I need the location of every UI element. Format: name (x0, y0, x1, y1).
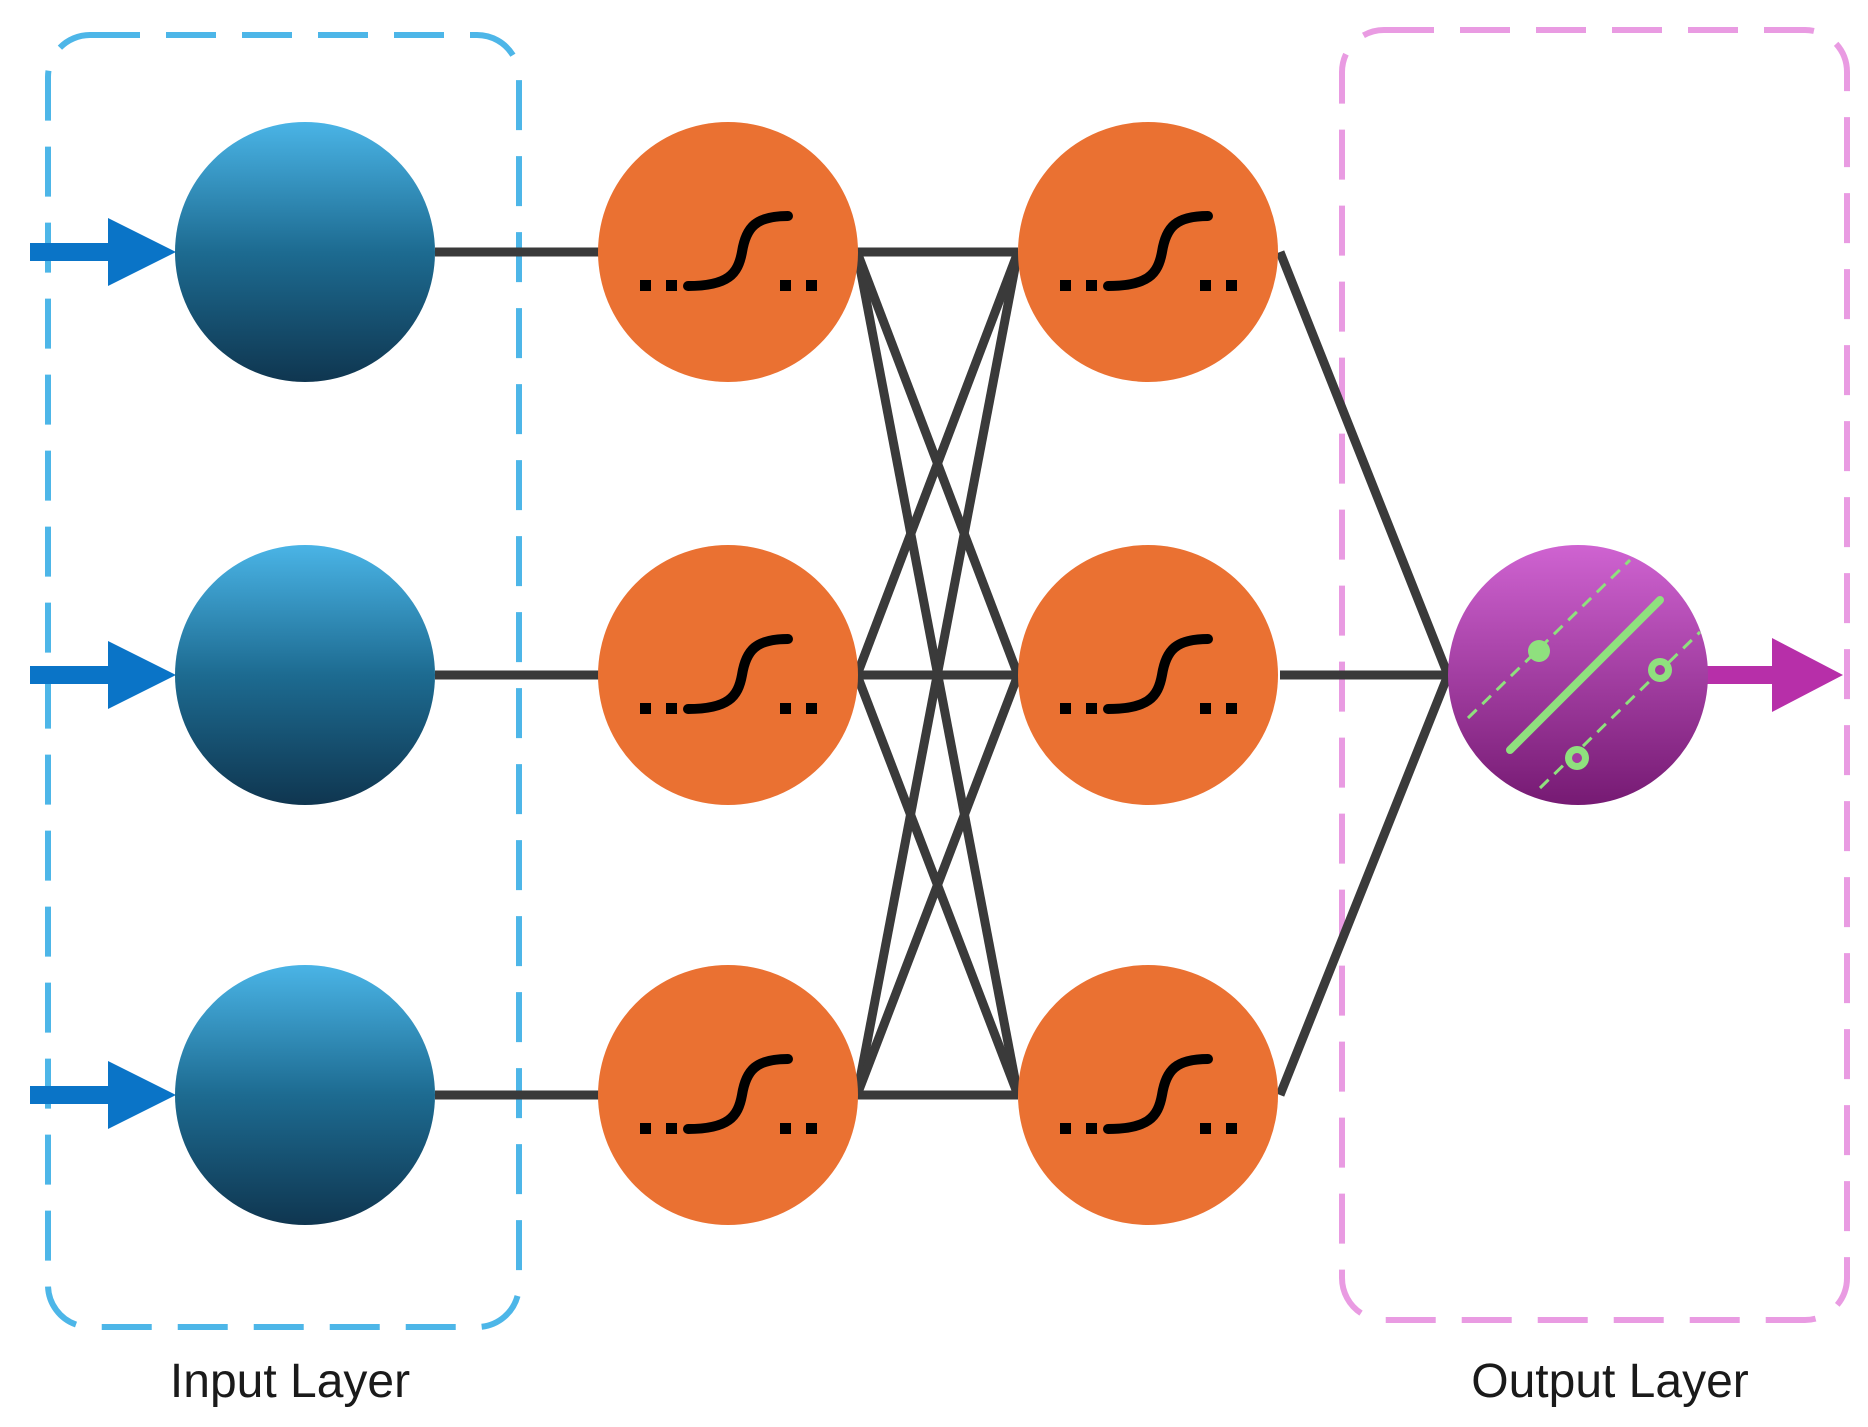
output-node (1448, 545, 1708, 805)
edge-h1-3-h2-2 (852, 673, 1023, 1097)
sigmoid-curve-icon (1060, 634, 1237, 714)
sigmoid-curve-icon (1060, 211, 1237, 291)
output-layer-label: Output Layer (1471, 1355, 1749, 1408)
input-arrow-1 (30, 218, 176, 286)
sigmoid-curve-icon (640, 1054, 817, 1134)
hidden1-node-3 (598, 965, 858, 1225)
input-node-2 (175, 545, 435, 805)
sigmoid-curve-icon (640, 634, 817, 714)
hidden1-node-1 (598, 122, 858, 382)
edge-h1-3-h2-1 (852, 251, 1023, 1096)
edge-h2-1-output (1275, 250, 1453, 677)
regression-line-icon (1466, 558, 1702, 790)
input-arrow-3 (30, 1061, 176, 1129)
connections (435, 247, 1453, 1100)
sigmoid-curve-icon (1060, 1054, 1237, 1134)
hidden1-node-2 (598, 545, 858, 805)
output-arrow (1700, 638, 1843, 712)
edge-h1-2-h2-1 (852, 250, 1023, 677)
hidden2-node-3 (1018, 965, 1278, 1225)
input-node-1 (175, 122, 435, 382)
hidden2-node-2 (1018, 545, 1278, 805)
hidden2-node-1 (1018, 122, 1278, 382)
sigmoid-curve-icon (640, 211, 817, 291)
input-arrow-2 (30, 641, 176, 709)
input-node-3 (175, 965, 435, 1225)
input-layer-label: Input Layer (170, 1355, 410, 1408)
edge-h2-3-output (1275, 673, 1453, 1097)
